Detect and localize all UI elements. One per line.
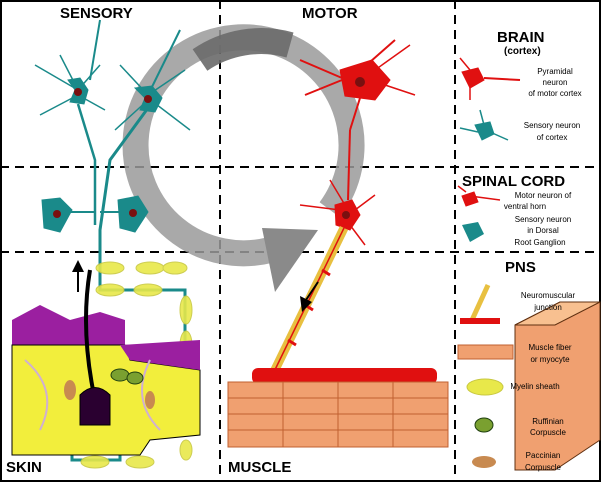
legend-text: Sensory neuron — [515, 215, 571, 224]
legend-text: junction — [533, 303, 562, 312]
section-label-motor: MOTOR — [302, 5, 358, 22]
legend-text: Paccinian — [526, 451, 561, 460]
legend-title-pns: PNS — [505, 259, 536, 276]
legend-text: Root Ganglion — [514, 238, 565, 247]
pyramidal-icon — [459, 57, 521, 100]
legend-text: in Dorsal — [527, 226, 559, 235]
legend-text: of motor cortex — [528, 89, 581, 98]
ventral-horn-icon — [457, 185, 501, 207]
loop-arrow — [122, 24, 365, 292]
legend-text: of cortex — [537, 133, 568, 142]
up-arrow — [72, 260, 84, 292]
section-label-skin: SKIN — [6, 459, 42, 476]
legend-title-brain: BRAIN — [497, 29, 545, 46]
nmj-icon — [460, 283, 500, 324]
muscle-fiber-icon — [457, 344, 514, 360]
motor-cortex-neuron — [299, 39, 416, 131]
legend-text: Sensory neuron — [524, 121, 580, 130]
legend-text: Motor neuron of — [515, 191, 572, 200]
legend-text: Ruffinian — [532, 417, 563, 426]
legend-icons — [457, 57, 601, 471]
muscle-cube-icon — [514, 301, 601, 471]
legend-text: Myelin sheath — [510, 382, 559, 391]
legend-text: Pyramidal — [537, 67, 573, 76]
legend-subtitle-brain: (cortex) — [504, 46, 541, 57]
down-arrow — [300, 281, 319, 312]
legend-text: Neuromuscular — [521, 291, 576, 300]
legend-text: Corpuscle — [530, 428, 567, 437]
muscle-block — [227, 368, 449, 448]
neuron-nucleus — [74, 88, 82, 96]
legend-text: neuron — [543, 78, 568, 87]
sensory-axon-branch — [76, 103, 97, 225]
legend-text: or myocyte — [530, 355, 570, 364]
drg-icon — [462, 222, 484, 242]
legend-text: Corpuscle — [525, 463, 562, 472]
legend-text: ventral horn — [504, 202, 546, 211]
skin-block — [11, 269, 201, 456]
section-label-muscle: MUSCLE — [228, 459, 291, 476]
neuron-nucleus — [144, 95, 152, 103]
legend-text: Muscle fiber — [528, 343, 571, 352]
sensory-cortex-icon — [459, 109, 509, 141]
myelin-icon — [466, 378, 504, 396]
section-label-sensory: SENSORY — [60, 5, 133, 22]
legend-title-spinal: SPINAL CORD — [462, 173, 565, 190]
paccinian-icon — [472, 456, 496, 468]
ruffinian-icon — [474, 417, 494, 433]
